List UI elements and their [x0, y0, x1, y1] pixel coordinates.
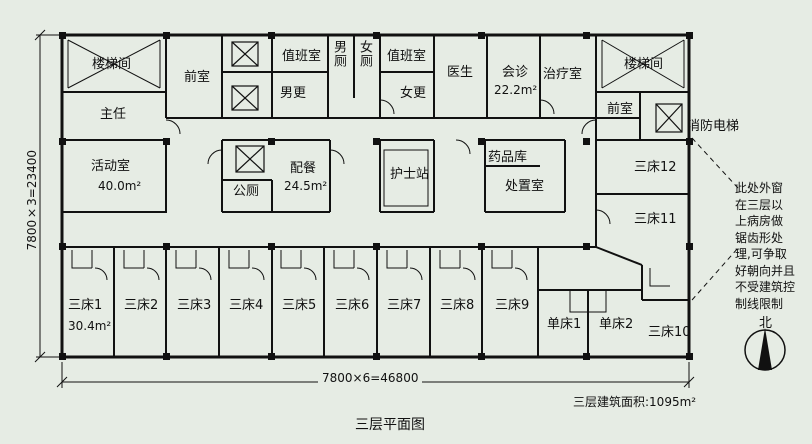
stair-left-label: 楼梯间 — [92, 57, 132, 72]
catering-area-label: 24.5m² — [284, 179, 328, 193]
duty-room-left-label: 值班室 — [282, 49, 322, 64]
ward-bed1-label: 三床1 — [68, 298, 103, 313]
north-label: 北 — [759, 316, 773, 331]
ward-bed10-label: 三床10 — [648, 325, 691, 340]
ward-bed5-label: 三床5 — [282, 298, 317, 313]
note-line: 不受建筑控 — [735, 280, 796, 294]
dispose-room-label: 处置室 — [505, 179, 545, 194]
note-line: 制线限制 — [735, 296, 784, 311]
female-wc-label: 女厕 — [357, 40, 372, 68]
ward-bed2-label: 三床2 — [124, 298, 159, 313]
dimension-horizontal: 7800×6=46800 — [318, 372, 423, 384]
pharmacy-label: 药品库 — [488, 150, 528, 165]
ward-bed9-label: 三床9 — [495, 298, 530, 313]
ward-bed8-label: 三床8 — [440, 298, 475, 313]
male-change-label: 男更 — [280, 86, 307, 101]
antechamber-right-label: 前室 — [607, 102, 634, 117]
consult-area-label: 22.2m² — [494, 83, 538, 97]
note-line: 好朝向并且 — [735, 263, 796, 278]
stair-right-label: 楼梯间 — [624, 57, 664, 72]
activity-area-label: 40.0m² — [98, 179, 142, 193]
activity-room-label: 活动室 — [91, 159, 131, 174]
ward-bed3-label: 三床3 — [177, 298, 212, 313]
single-bed1-label: 单床1 — [547, 317, 582, 332]
note-line: 在三层以 — [735, 197, 784, 212]
treatment-room-label: 治疗室 — [543, 67, 583, 82]
consult-room-label: 会诊 — [502, 65, 529, 80]
note-line: 上病房做 — [735, 214, 784, 228]
single-bed2-label: 单床2 — [599, 317, 634, 332]
floor-area-note: 三层建筑面积:1095m² — [573, 395, 697, 409]
public-wc-label: 公厕 — [233, 184, 260, 199]
duty-room-right-label: 值班室 — [387, 49, 427, 64]
ward-bed12-label: 三床12 — [634, 160, 677, 175]
catering-room-label: 配餐 — [290, 161, 317, 176]
note-line: 理,可争取 — [735, 247, 787, 261]
ward-bed11-label: 三床11 — [634, 212, 677, 227]
doctor-room-label: 医生 — [447, 65, 474, 80]
note-line: 锯齿形处 — [735, 230, 784, 245]
female-change-label: 女更 — [400, 86, 427, 101]
ward-bed6-label: 三床6 — [335, 298, 370, 313]
nurse-station-label: 护士站 — [390, 167, 430, 182]
ward-bed1-area-label: 30.4m² — [68, 319, 112, 333]
note-line: 此处外窗 — [735, 181, 784, 195]
male-wc-label: 男厕 — [331, 40, 346, 68]
ward-bed4-label: 三床4 — [229, 298, 264, 313]
dimension-vertical: 7800×3=23400 — [25, 150, 39, 251]
antechamber-left-label: 前室 — [184, 70, 211, 85]
fire-lift-label: 消防电梯 — [687, 119, 740, 134]
director-room-label: 主任 — [100, 107, 127, 122]
ward-bed7-label: 三床7 — [387, 298, 422, 313]
drawing-title: 三层平面图 — [355, 417, 425, 433]
window-note: 此处外窗 在三层以 上病房做 锯齿形处 理,可争取 好朝向并且 不受建筑控 制线… — [735, 180, 795, 312]
